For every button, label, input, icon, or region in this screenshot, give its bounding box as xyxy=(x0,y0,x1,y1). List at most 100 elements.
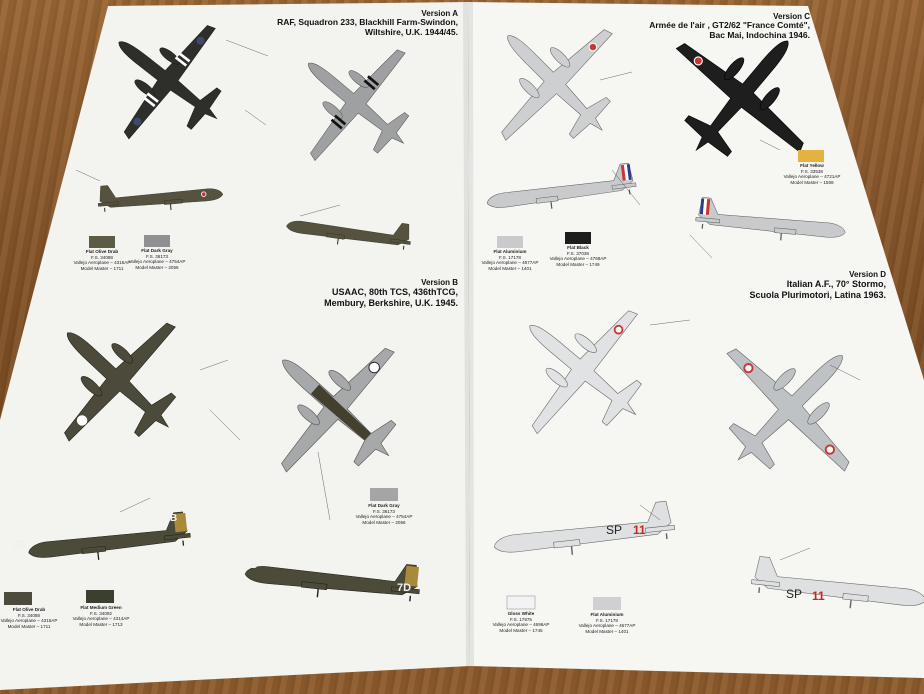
version-b-side-left xyxy=(25,510,193,568)
swatch-b2 xyxy=(4,592,32,605)
swatch-d2-name: Flat Aluminium xyxy=(590,612,624,617)
swatch-a2-label: Flat Dark Gray F.S. 36173 Vallejo Aeropl… xyxy=(127,248,187,271)
marking-11-left: 11 xyxy=(633,523,646,537)
swatch-b2-label: Flat Olive Drab F.S. 34088 Vallejo Aerop… xyxy=(0,607,58,630)
swatch-b3-label: Flat Medium Green F.S. 34092 Vallejo Aer… xyxy=(70,605,132,628)
page-fold xyxy=(463,2,474,666)
marking-b-left: B xyxy=(170,513,178,524)
swatch-b2-vallejo: Vallejo Aeroplane – 4315AP xyxy=(0,618,58,624)
swatch-a1-mm: Model Master – 1711 xyxy=(80,266,124,272)
swatch-a1-label: Flat Olive Drab F.S. 34088 Vallejo Aerop… xyxy=(72,249,132,272)
swatch-b3-name: Flat Medium Green xyxy=(80,605,122,610)
swatch-d2 xyxy=(593,597,621,610)
version-a-line1: RAF, Squadron 233, Blackhill Farm-Swindo… xyxy=(277,17,458,28)
version-a-topside xyxy=(262,8,450,198)
version-d-underside xyxy=(678,296,902,520)
swatch-b1-mm: Model Master – 2056 xyxy=(362,520,406,526)
swatch-c2-label: Flat Black F.S. 37038 Vallejo Aeroplane … xyxy=(548,245,608,268)
version-a-label: Version A xyxy=(421,9,458,18)
version-c-side-left xyxy=(483,161,639,218)
version-c-topside xyxy=(453,0,657,185)
swatch-b2-name: Flat Olive Drab xyxy=(12,607,46,612)
version-c-side-right xyxy=(694,196,848,247)
swatch-a1-vallejo: Vallejo Aeroplane – 4315AP xyxy=(73,260,131,266)
swatch-b3-mm: Model Master – 1713 xyxy=(79,622,123,628)
version-d-label: Version D xyxy=(849,270,886,279)
callout-lines xyxy=(75,39,861,561)
swatch-d1 xyxy=(506,595,536,610)
version-b-line1: USAAC, 80th TCS, 436thTCG, xyxy=(331,287,458,298)
version-c-label: Version C xyxy=(773,12,810,21)
swatch-c2 xyxy=(565,232,591,244)
version-d-topside xyxy=(478,265,687,475)
version-d-line1: Italian A.F., 70° Stormo, xyxy=(786,279,886,290)
version-b-line2: Membury, Berkshire, U.K. 1945. xyxy=(324,297,458,308)
swatch-b1 xyxy=(370,488,398,501)
swatch-d2-vallejo: Vallejo Aeroplane – 4677AP xyxy=(578,623,636,629)
swatch-c3-fs: F.S. 33538 xyxy=(801,168,823,174)
swatch-d1-label: Gloss White F.S. 17875 Vallejo Aeroplane… xyxy=(490,611,552,634)
swatch-b2-fs: F.S. 34088 xyxy=(18,612,40,618)
swatch-b3 xyxy=(86,590,114,603)
swatch-b2-mm: Model Master – 1711 xyxy=(7,624,51,630)
swatch-c3-label: Flat Yellow F.S. 33538 Vallejo Aeroplane… xyxy=(782,163,842,186)
marking-7d-left: 7D xyxy=(12,539,27,551)
swatch-d2-fs: F.S. 17178 xyxy=(596,617,618,623)
swatch-a2-mm: Model Master – 2056 xyxy=(135,265,179,271)
swatch-b1-label: Flat Dark Gray F.S. 36173 Vallejo Aeropl… xyxy=(352,503,416,526)
swatch-a2-name: Flat Dark Gray xyxy=(141,248,173,253)
swatch-c2-fs: F.S. 37038 xyxy=(567,250,589,256)
swatch-c1-name: Flat Aluminium xyxy=(493,249,527,254)
version-a-side-left xyxy=(96,175,225,217)
swatch-b1-fs: F.S. 36173 xyxy=(373,508,395,514)
marking-sp-right: SP xyxy=(786,587,803,601)
swatch-c1-vallejo: Vallejo Aeroplane – 4677AP xyxy=(481,260,539,266)
version-b-topside xyxy=(228,299,444,517)
version-c-underside xyxy=(633,0,851,203)
swatch-b3-vallejo: Vallejo Aeroplane – 4314AP xyxy=(72,616,130,622)
swatch-a2-vallejo: Vallejo Aeroplane – 4754AP xyxy=(128,259,186,265)
right-page xyxy=(468,2,924,678)
swatch-d1-mm: Model Master – 1745 xyxy=(499,628,543,634)
swatch-a2 xyxy=(144,235,170,247)
swatch-c1 xyxy=(497,236,523,248)
swatch-c2-name: Flat Black xyxy=(567,245,589,250)
swatch-c3-mm: Model Master – 1569 xyxy=(790,180,834,186)
version-d-line2: Scuola Plurimotori, Latina 1963. xyxy=(749,289,886,300)
swatch-b3-fs: F.S. 34092 xyxy=(90,610,112,616)
swatch-d1-fs: F.S. 17875 xyxy=(510,616,532,622)
swatch-a1-fs: F.S. 34088 xyxy=(91,254,113,260)
version-c-line1: Armée de l'air , GT2/62 "France Comté", xyxy=(649,20,810,31)
left-page xyxy=(0,2,470,690)
version-d-heading: Version D Italian A.F., 70° Stormo, Scuo… xyxy=(700,270,886,300)
version-a-underside xyxy=(75,0,261,175)
swatch-d1-vallejo: Vallejo Aeroplane – 4696AP xyxy=(492,622,550,628)
version-b-underside xyxy=(13,275,223,485)
swatch-c2-mm: Model Master – 1749 xyxy=(556,262,600,268)
swatch-b1-vallejo: Vallejo Aeroplane – 4754AP xyxy=(355,514,413,520)
swatch-c3-name: Flat Yellow xyxy=(800,163,824,168)
swatch-d2-label: Flat Aluminium F.S. 17178 Vallejo Aeropl… xyxy=(576,612,638,635)
swatch-c2-vallejo: Vallejo Aeroplane – 4768AP xyxy=(549,256,607,262)
swatch-a2-fs: F.S. 36173 xyxy=(146,253,168,259)
version-b-side-right xyxy=(242,547,423,609)
swatch-b1-name: Flat Dark Gray xyxy=(368,503,400,508)
swatch-a1 xyxy=(89,236,115,248)
version-c-line2: Bac Mai, Indochina 1946. xyxy=(709,29,810,40)
marking-7d-right: 7D xyxy=(397,582,412,594)
version-b-heading: Version B USAAC, 80th TCS, 436thTCG, Mem… xyxy=(280,278,458,308)
marking-11-right: 11 xyxy=(812,589,825,603)
version-c-heading: Version C Armée de l'air , GT2/62 "Franc… xyxy=(640,12,810,41)
marking-b-right: B xyxy=(250,560,258,571)
marking-sp-left: SP xyxy=(606,523,623,537)
swatch-c1-mm: Model Master – 1401 xyxy=(488,266,532,272)
swatch-c1-label: Flat Aluminium F.S. 17178 Vallejo Aeropl… xyxy=(480,249,540,272)
swatch-d2-mm: Model Master – 1401 xyxy=(585,629,629,635)
swatch-d1-name: Gloss White xyxy=(507,611,535,616)
version-a-line2: Wiltshire, U.K. 1944/45. xyxy=(365,26,458,37)
swatch-c1-fs: F.S. 17178 xyxy=(499,254,521,260)
swatch-c3-vallejo: Vallejo Aeroplane – 4721AP xyxy=(783,174,841,180)
swatch-a1-name: Flat Olive Drab xyxy=(85,249,119,254)
swatch-c3 xyxy=(798,150,824,162)
